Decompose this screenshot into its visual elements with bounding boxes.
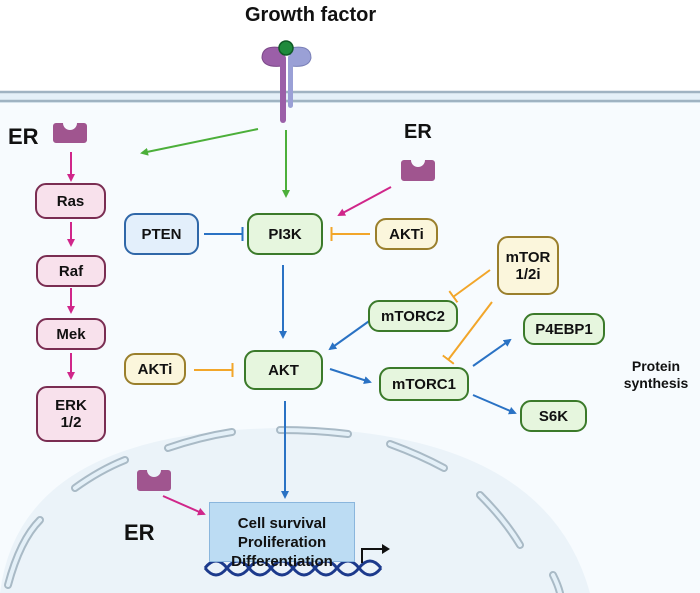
dna-icon — [203, 559, 383, 577]
node-erk[interactable]: ERK 1/2 — [36, 386, 106, 442]
node-mek[interactable]: Mek — [36, 318, 106, 350]
edge-akt-to-mtorc1 — [329, 368, 372, 384]
edge-er-to-outcome — [162, 495, 206, 516]
node-pi3k[interactable]: PI3K — [247, 213, 323, 255]
outcome-box[interactable] — [209, 502, 355, 562]
edge-mtorc2-to-akt — [328, 318, 373, 351]
edge-mtorc1-to-p4ebp1 — [472, 338, 512, 367]
label-er-nucleus: ER — [124, 520, 155, 545]
edge-mtori-inhibits-mtorc1 — [442, 301, 493, 365]
er-receptor-icon-top — [401, 160, 435, 181]
node-mtorc2[interactable]: mTORC2 — [368, 300, 458, 332]
node-s6k[interactable]: S6K — [520, 400, 587, 432]
outcome-text: Cell survival Proliferation Differentiat… — [209, 502, 355, 582]
node-pten[interactable]: PTEN — [124, 213, 199, 255]
node-p4ebp1[interactable]: P4EBP1 — [523, 313, 605, 345]
edge-er-to-pi3k — [337, 186, 392, 216]
label-er-top: ER — [404, 121, 432, 143]
receptor-icon — [261, 40, 312, 123]
outcome-line-survival: Cell survival — [237, 514, 327, 532]
edge-mtorc1-to-s6k — [472, 394, 517, 415]
node-akti-top[interactable]: AKTi — [375, 218, 438, 250]
label-er-left: ER — [8, 124, 39, 149]
edge-mtori-inhibits-mtorc2 — [448, 269, 491, 303]
cell-membrane — [0, 90, 700, 103]
er-receptor-icon-nucleus — [137, 470, 171, 491]
transcription-start-icon — [361, 544, 390, 563]
outcome-line-proliferation: Proliferation — [237, 533, 327, 551]
node-mtor-inhibitor[interactable]: mTOR 1/2i — [497, 236, 559, 295]
label-protein-synthesis: Protein synthesis — [623, 358, 689, 391]
edge-receptor-to-ras — [140, 128, 259, 156]
node-akti-left[interactable]: AKTi — [124, 353, 186, 385]
node-akt[interactable]: AKT — [244, 350, 323, 390]
nuclear-envelope-inner — [6, 428, 562, 593]
er-receptor-icon-left — [53, 123, 87, 143]
node-raf[interactable]: Raf — [36, 255, 106, 287]
outcome-line-differentiation: Differentiation — [231, 552, 333, 570]
ligand-icon — [278, 40, 294, 56]
title-growth-factor: Growth factor — [245, 4, 377, 26]
node-ras[interactable]: Ras — [35, 183, 106, 219]
node-mtorc1[interactable]: mTORC1 — [379, 367, 469, 401]
